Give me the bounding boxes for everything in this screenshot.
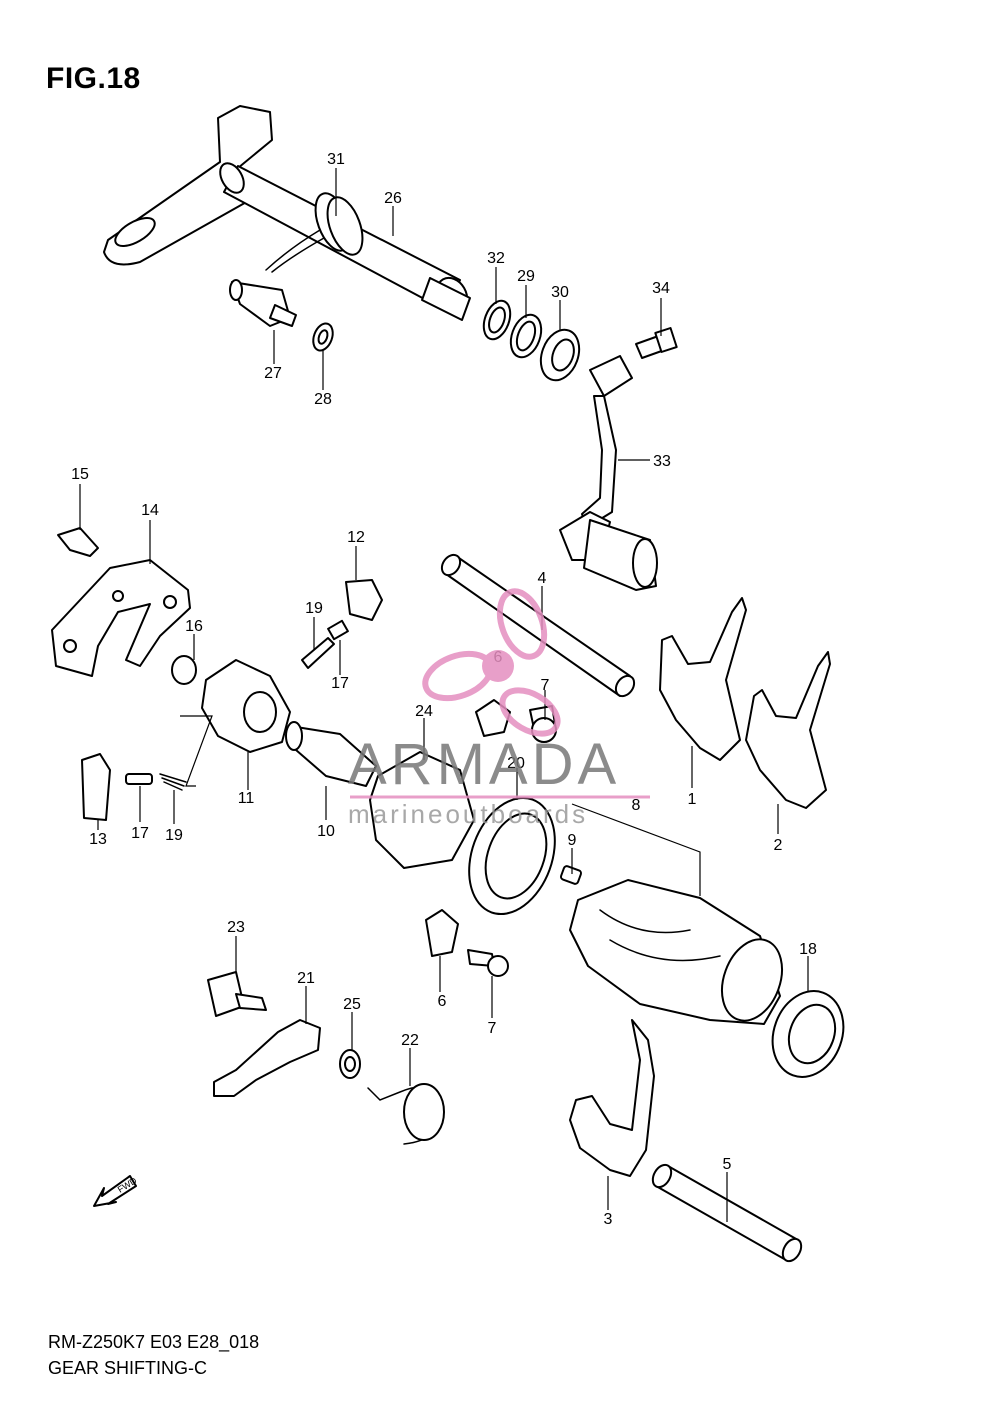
callout-21: 21 [297, 970, 315, 987]
callout-27: 27 [264, 365, 282, 382]
part-lever-assembly [207, 971, 445, 1145]
callout-20: 20 [507, 755, 525, 772]
part-shift-forks-1-2 [659, 597, 831, 809]
callout-12: 12 [347, 529, 365, 546]
callout-23: 23 [227, 919, 245, 936]
watermark: ARMADA marineoutboards [348, 588, 650, 829]
propeller-logo-icon [422, 588, 561, 737]
figure-title: FIG.18 [46, 62, 141, 95]
callout-29: 29 [517, 268, 535, 285]
callout-1: 1 [688, 791, 697, 808]
leader-lines [79, 168, 809, 1222]
part-stopper-lower [425, 909, 509, 977]
footer-section-name: GEAR SHIFTING-C [48, 1358, 208, 1378]
callout-33: 33 [653, 453, 671, 470]
part-bolt-27 [229, 279, 334, 352]
callout-5: 5 [723, 1156, 732, 1173]
part-shift-fork-3 [569, 1019, 655, 1177]
callout-labels: 31 26 32 29 30 34 27 28 33 15 14 16 12 1… [71, 151, 817, 1228]
part-pawls [81, 579, 383, 821]
watermark-brand: ARMADA [348, 732, 620, 797]
footer-model-code: RM-Z250K7 E03 E28_018 [48, 1332, 260, 1352]
callout-10: 10 [317, 823, 335, 840]
callout-17-upper: 17 [331, 675, 349, 692]
callout-9: 9 [568, 832, 577, 849]
watermark-tagline: marineoutboards [348, 799, 588, 829]
part-shift-lever [559, 327, 678, 591]
part-shift-shaft [103, 105, 471, 321]
part-bearing-18 [771, 990, 845, 1078]
callout-7-lower: 7 [488, 1020, 497, 1037]
callout-31: 31 [327, 151, 345, 168]
part-cam-gear-bearing [369, 751, 556, 916]
callout-18: 18 [799, 941, 817, 958]
callout-30: 30 [551, 284, 569, 301]
callout-34: 34 [652, 280, 670, 297]
callout-17-lower: 17 [131, 825, 149, 842]
callout-22: 22 [401, 1032, 419, 1049]
callout-28: 28 [314, 391, 332, 408]
callout-2: 2 [774, 837, 783, 854]
part-pin-9 [559, 865, 583, 885]
part-shift-cam-8 [569, 879, 783, 1025]
part-fork-shaft-4 [440, 553, 636, 698]
part-stopper-plate [51, 527, 191, 677]
part-pin-10 [285, 721, 377, 787]
part-seal-stack [482, 299, 581, 382]
callout-11: 11 [238, 790, 255, 807]
callout-19-upper: 19 [305, 600, 323, 617]
callout-24: 24 [415, 703, 433, 720]
callout-15: 15 [71, 466, 89, 483]
part-cam-driven-gear [201, 659, 291, 753]
callout-3: 3 [604, 1211, 613, 1228]
callout-26: 26 [384, 190, 402, 207]
callout-19-lower: 19 [165, 827, 183, 844]
fwd-arrow-icon: FWD [93, 1175, 139, 1207]
callout-25: 25 [343, 996, 361, 1013]
callout-14: 14 [141, 502, 159, 519]
callout-32: 32 [487, 250, 505, 267]
part-bushing-16 [171, 655, 197, 685]
callout-4: 4 [538, 570, 547, 587]
callout-6-lower: 6 [438, 993, 447, 1010]
callout-8: 8 [632, 797, 641, 814]
callout-16: 16 [185, 618, 203, 635]
callout-7-upper: 7 [541, 677, 550, 694]
callout-13: 13 [89, 831, 107, 848]
